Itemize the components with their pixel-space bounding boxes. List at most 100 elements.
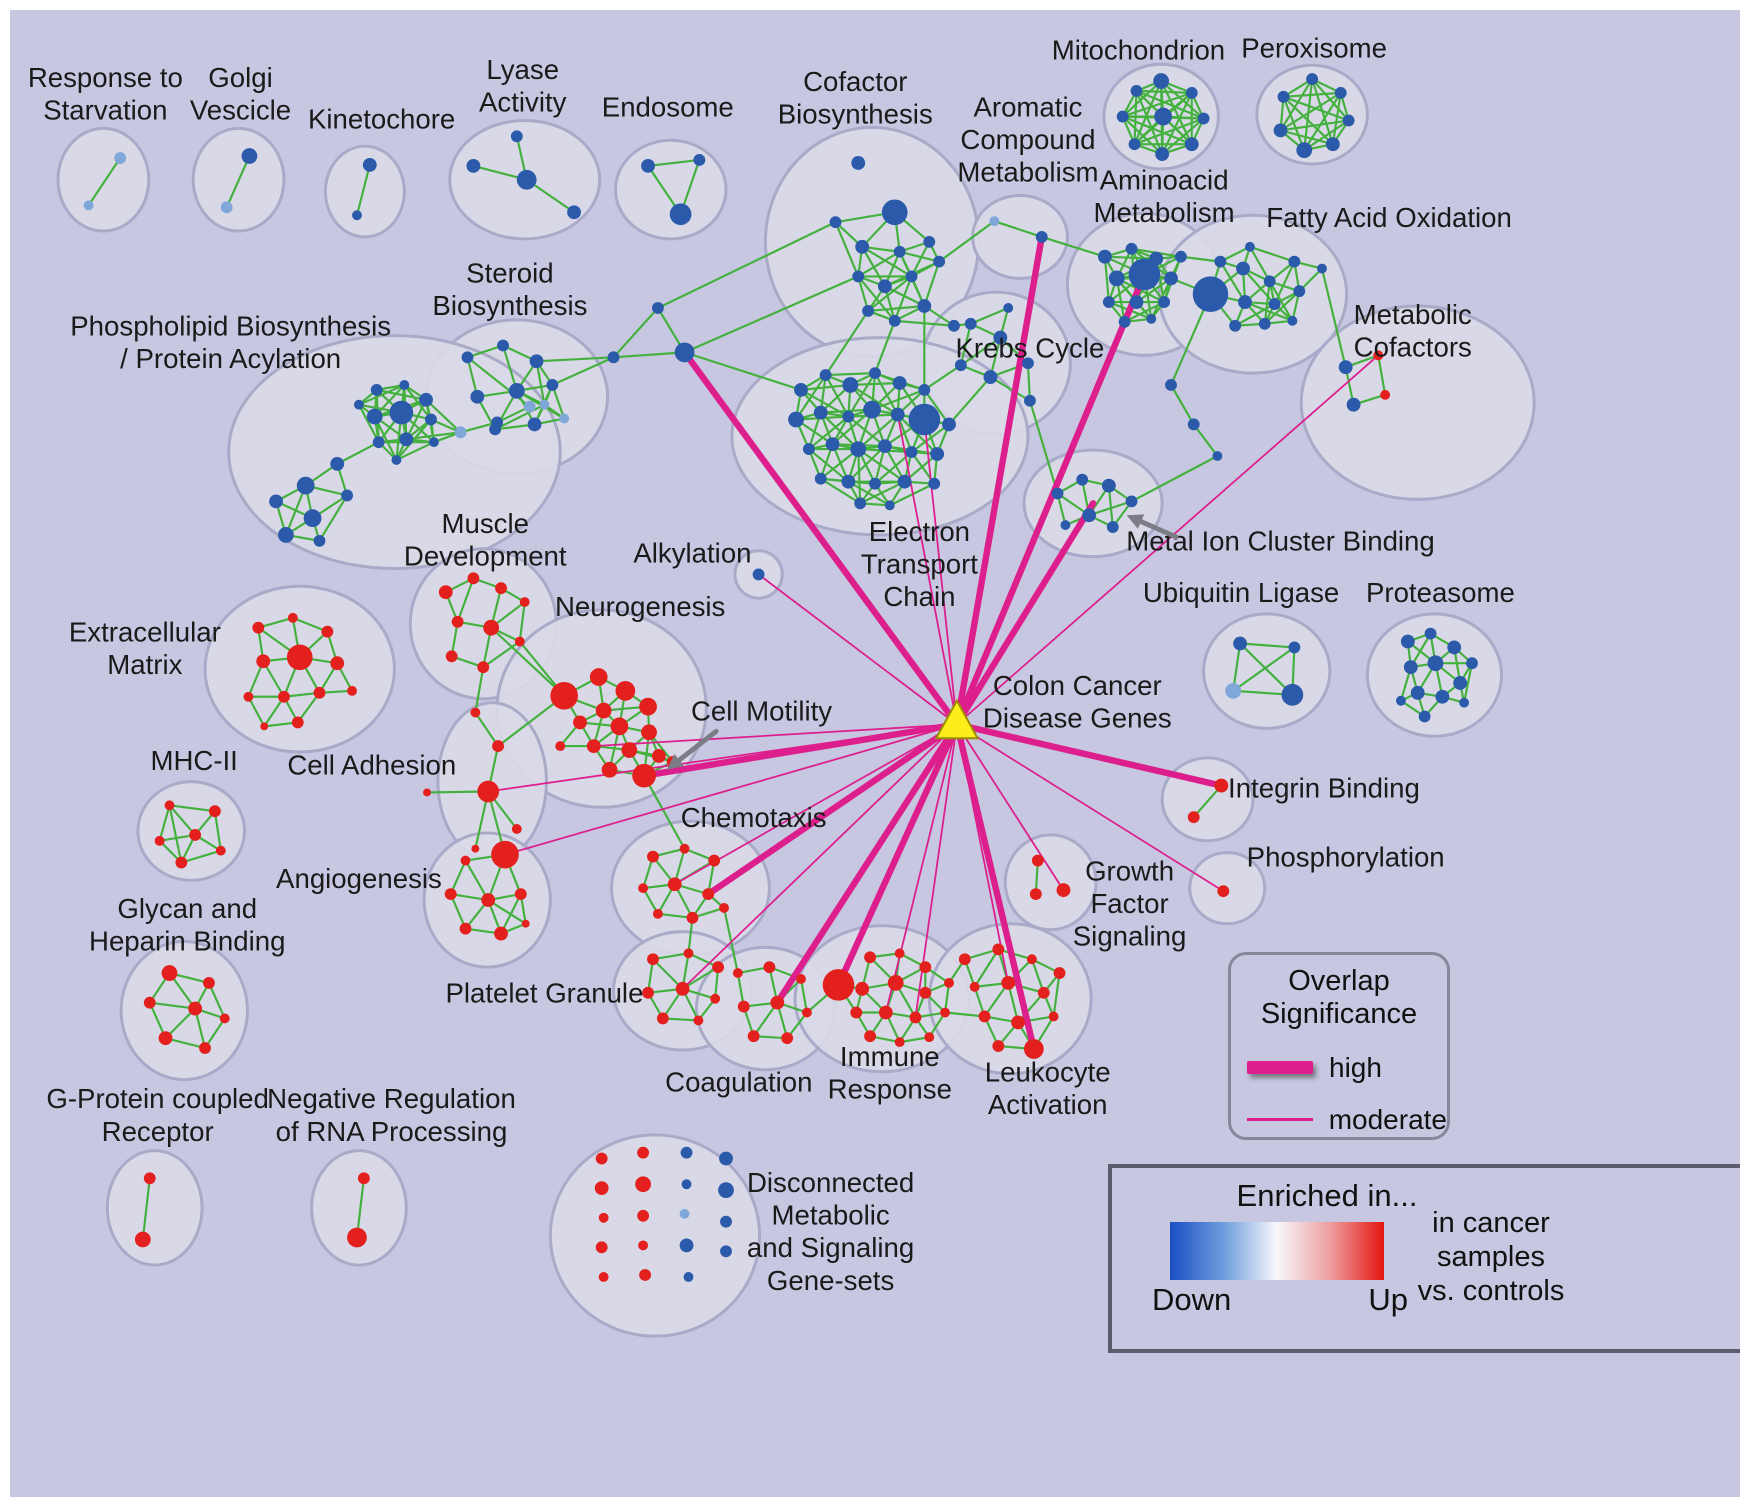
gene-set-overlap-edge xyxy=(487,898,527,925)
gene-set-overlap-edge xyxy=(870,388,926,411)
gene-set-node xyxy=(893,245,906,258)
gene-set-node xyxy=(1051,487,1064,500)
gene-set-overlap-edge xyxy=(873,372,899,416)
gene-set-node xyxy=(1338,360,1353,375)
gene-set-node xyxy=(287,612,298,623)
gene-set-node xyxy=(428,437,439,448)
gene-set-node xyxy=(637,1209,650,1222)
gene-set-node xyxy=(781,1032,794,1045)
gene-set-node xyxy=(491,840,519,869)
gene-set-overlap-edge xyxy=(898,250,941,263)
overlap-significance-legend: Overlap Significance high moderate xyxy=(1228,952,1450,1140)
gene-set-overlap-edge xyxy=(263,695,286,728)
gene-set-node xyxy=(887,975,904,991)
gene-set-node xyxy=(763,961,776,974)
gene-set-overlap-edge xyxy=(318,494,349,542)
gene-set-node xyxy=(1212,451,1223,461)
gene-set-node xyxy=(567,205,581,220)
gene-set-overlap-edge xyxy=(646,158,701,167)
metal-ion-cluster-binding-label: Metal Ion Cluster Binding xyxy=(1126,526,1434,557)
enriched-legend-note: in cancer samples vs. controls xyxy=(1326,1206,1656,1309)
inter-cluster-edge xyxy=(535,356,615,363)
gene-set-overlap-edge xyxy=(213,810,222,852)
gene-set-node xyxy=(521,919,530,928)
gene-set-node xyxy=(451,615,464,628)
gene-set-node xyxy=(143,1172,156,1185)
gene-set-overlap-edge xyxy=(819,448,860,480)
gene-set-node xyxy=(1060,520,1071,531)
aminoacid-metabolism-label: Aminoacid xyxy=(1100,165,1229,196)
inter-cluster-edge xyxy=(687,916,694,955)
gene-set-node xyxy=(1125,495,1138,508)
disease-overlap-edge-high xyxy=(953,271,1148,728)
gene-set-overlap-edge xyxy=(449,859,467,896)
gene-set-node xyxy=(1026,954,1037,965)
gene-set-overlap-edge xyxy=(819,477,862,505)
gene-set-node xyxy=(470,707,481,718)
gene-set-overlap-edge xyxy=(651,952,690,961)
gene-set-overlap-edge xyxy=(847,445,886,483)
gene-set-node xyxy=(399,432,414,447)
gene-set-overlap-edge xyxy=(1239,642,1296,649)
gene-set-node xyxy=(878,1005,893,1020)
gene-set-node xyxy=(483,619,500,636)
inter-cluster-edge xyxy=(824,309,870,377)
disease-overlap-edge-high xyxy=(953,233,1045,728)
gene-set-node xyxy=(796,974,806,984)
disease-overlap-edge-high xyxy=(835,721,961,989)
gene-set-overlap-edge xyxy=(164,1007,197,1040)
gene-set-overlap-edge xyxy=(158,804,171,842)
gene-set-overlap-edge xyxy=(1103,255,1158,260)
inter-cluster-edge xyxy=(947,375,992,426)
gene-set-node xyxy=(1155,147,1170,161)
gene-set-node xyxy=(814,472,827,485)
gene-set-overlap-edge xyxy=(459,421,499,434)
gene-set-node xyxy=(471,844,480,853)
gene-set-node xyxy=(993,330,1008,345)
gene-set-node xyxy=(842,410,855,423)
gene-set-node xyxy=(1287,315,1298,326)
krebs-cycle-label: Krebs Cycle xyxy=(955,332,1104,363)
gene-set-node xyxy=(1346,397,1361,412)
gene-set-node xyxy=(510,130,523,143)
gene-set-overlap-edge xyxy=(1234,302,1276,327)
gene-set-overlap-edge xyxy=(847,480,891,507)
alkylation-label: Alkylation xyxy=(633,538,751,569)
gene-set-node xyxy=(841,474,856,489)
gene-set-node xyxy=(940,1007,950,1018)
gene-set-overlap-edge xyxy=(1279,77,1314,132)
gene-set-overlap-edge xyxy=(1377,354,1387,396)
lyase-activity-label: Lyase xyxy=(486,54,559,85)
gene-set-node xyxy=(514,888,527,901)
gene-set-overlap-edge xyxy=(1282,95,1334,146)
gene-set-overlap-edge xyxy=(898,1036,931,1044)
gene-set-node xyxy=(114,152,127,164)
gene-set-overlap-edge xyxy=(681,966,720,990)
gene-set-node xyxy=(1146,313,1157,324)
gene-set-overlap-edge xyxy=(499,893,522,935)
gene-set-node xyxy=(1273,123,1288,138)
gene-set-node xyxy=(1447,640,1462,655)
gene-set-overlap-edge xyxy=(203,1017,226,1050)
gene-set-overlap-edge xyxy=(1279,129,1334,146)
gene-set-overlap-edge xyxy=(168,804,197,836)
gene-set-overlap-edge xyxy=(494,403,546,431)
gene-set-overlap-edge xyxy=(910,423,951,454)
gene-set-overlap-edge xyxy=(1232,646,1296,692)
gene-set-overlap-edge xyxy=(973,948,1000,988)
inter-cluster-edge xyxy=(683,351,803,391)
gene-set-overlap-edge xyxy=(1169,383,1195,426)
gene-set-overlap-edge xyxy=(1052,971,1061,1018)
gene-set-node xyxy=(964,317,977,330)
gene-set-overlap-edge xyxy=(959,336,1002,367)
inter-cluster-edge xyxy=(643,774,686,850)
gene-set-node xyxy=(589,668,608,686)
gene-set-node xyxy=(1108,270,1125,287)
gene-set-node xyxy=(1400,634,1415,649)
neurogenesis-label: Neurogenesis xyxy=(555,591,725,622)
gene-set-node xyxy=(481,893,496,907)
gene-set-overlap-edge xyxy=(612,351,686,359)
gene-set-node xyxy=(372,436,385,449)
gene-set-node xyxy=(1281,683,1304,706)
steroid-biosynthesis-label: Steroid xyxy=(466,257,553,288)
